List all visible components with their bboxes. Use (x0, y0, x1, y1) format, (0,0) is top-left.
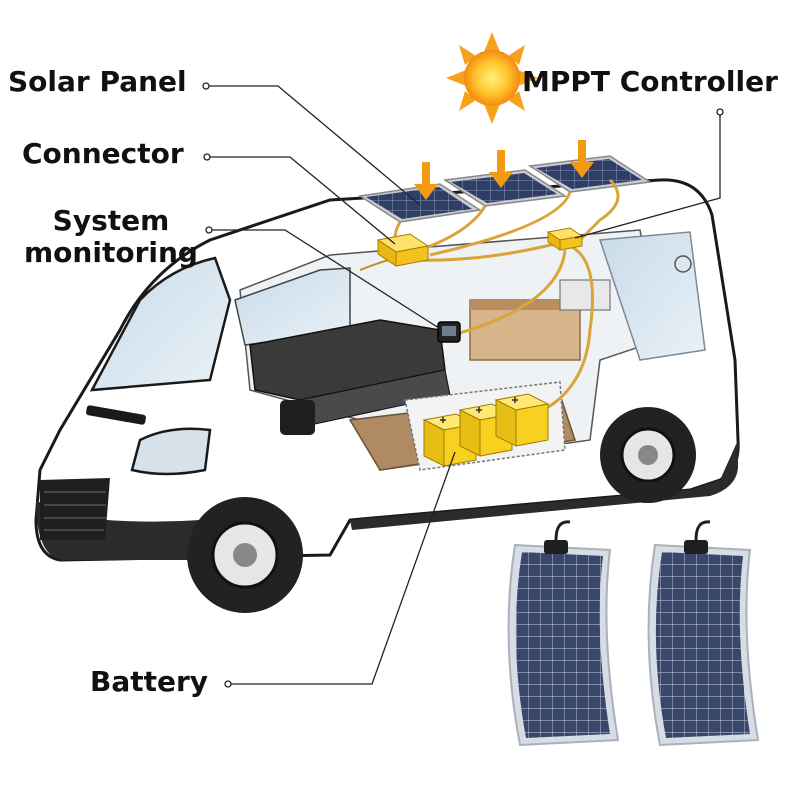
label-connector: Connector (22, 137, 184, 170)
label-system-monitoring-line2: monitoring (24, 236, 198, 270)
arrow-down-icon (414, 140, 594, 200)
leader-solar-panel (209, 85, 421, 206)
system-monitor-device (437, 321, 461, 343)
leader-lines (202, 82, 724, 688)
leader-mppt-controller (574, 115, 721, 239)
leader-dot (205, 226, 213, 234)
leader-battery (231, 451, 456, 685)
roof-solar-panels (357, 155, 653, 223)
leader-dot (224, 680, 232, 688)
leader-dot (202, 82, 210, 90)
flexible-solar-panel (507, 520, 620, 747)
connector-box (376, 233, 430, 267)
label-system-monitoring: System monitoring (24, 204, 198, 270)
roof-panel (357, 183, 483, 223)
label-solar-panel: Solar Panel (8, 65, 187, 98)
sun-icon (446, 32, 538, 124)
leader-dot (203, 153, 211, 161)
mppt-controller-box (546, 227, 584, 251)
leader-dot (716, 108, 724, 116)
leader-connector (210, 156, 396, 245)
battery-bank (422, 393, 550, 467)
label-system-monitoring-line1: System (52, 204, 170, 237)
leader-system-monitoring (212, 229, 443, 331)
label-battery: Battery (90, 665, 209, 698)
label-mppt-controller: MPPT Controller (522, 65, 778, 98)
battery-unit (494, 393, 550, 447)
flexible-solar-panel (647, 520, 760, 747)
